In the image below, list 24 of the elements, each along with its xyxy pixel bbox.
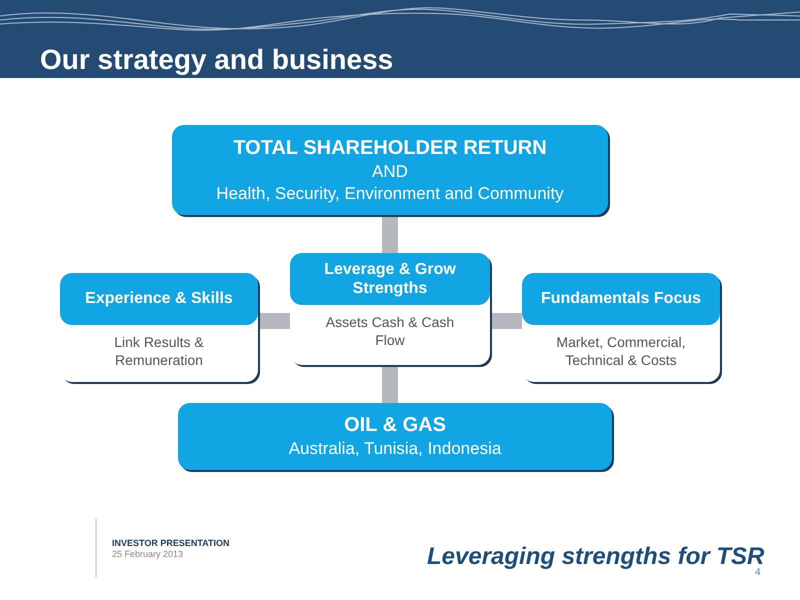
statement-box: [178, 403, 612, 470]
connector-bar: [258, 313, 290, 329]
connector-bar: [382, 215, 398, 253]
card-text: Market, Commercial, Technical & Costs: [555, 333, 687, 370]
card-heading: Fundamentals Focus: [522, 273, 720, 325]
statement-box: [172, 125, 608, 215]
connector-bar: [382, 365, 398, 403]
slide-title: Our strategy and business: [40, 44, 394, 76]
box-text: Australia, Tunisia, Indonesia: [288, 438, 502, 460]
card-heading: Leverage & Grow Strengths: [290, 253, 490, 305]
footer-label: INVESTOR PRESENTATION: [112, 538, 230, 548]
box-text: Health, Security, Environment and Community: [215, 182, 565, 204]
pillar-card: [522, 273, 720, 382]
card-text: Link Results & Remuneration: [113, 333, 205, 370]
pillar-card: [60, 273, 258, 382]
card-text: Assets Cash & Cash Flow: [324, 313, 456, 350]
connector-bar: [490, 313, 522, 329]
card-heading: Experience & Skills: [60, 273, 258, 325]
page-number: 4: [755, 567, 761, 578]
box-text: AND: [371, 161, 409, 182]
box-heading: TOTAL SHAREHOLDER RETURN: [232, 136, 548, 162]
footer-date: 25 February 2013: [112, 549, 184, 559]
box-heading: OIL & GAS: [343, 413, 447, 438]
pillar-card: [290, 253, 490, 365]
